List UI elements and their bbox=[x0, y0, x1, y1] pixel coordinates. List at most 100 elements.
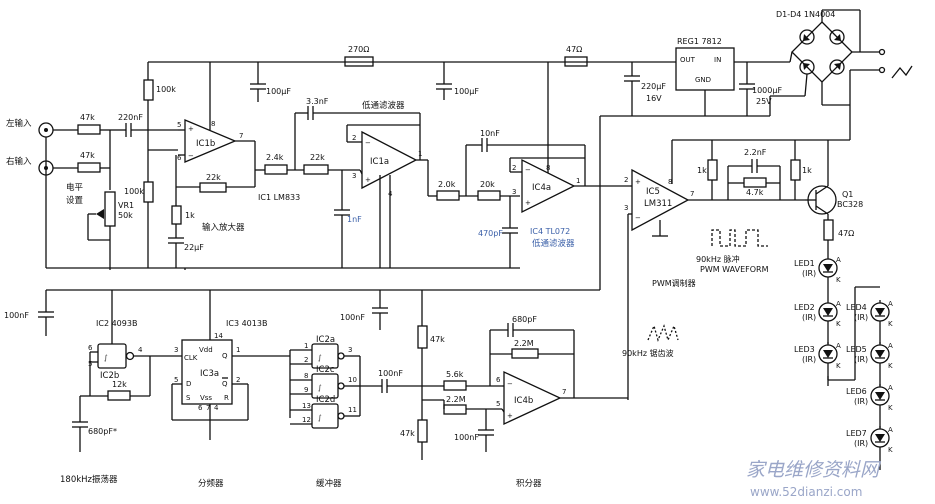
svg-text:1: 1 bbox=[236, 346, 240, 354]
svg-text:2: 2 bbox=[304, 356, 308, 364]
svg-text:A: A bbox=[888, 342, 893, 350]
svg-text:3: 3 bbox=[624, 204, 628, 212]
cap-1000u-voltage: 25V bbox=[756, 97, 772, 106]
svg-text:6: 6 bbox=[177, 154, 182, 162]
pwm-mod-label: PWM调制器 bbox=[652, 278, 696, 288]
lower-section: 100nF ∫ IC2b IC2 4093B 6 5 4 12k 680pF* … bbox=[4, 289, 600, 489]
ic5-pwm-comparator: + − IC5 LM311 2 3 7 8 PWM调制器 90kHz 脉冲 PW… bbox=[599, 116, 812, 400]
svg-text:−: − bbox=[507, 380, 513, 388]
ic1b-opamp: + − IC1b 5 6 7 8 22k 1k 22μF 输入放大器 IC1 L… bbox=[168, 62, 300, 268]
watermark-title: 家电维修资料网 bbox=[746, 459, 882, 481]
led-name-7: LED7 bbox=[846, 429, 867, 438]
ic3-clk-pin: CLK bbox=[184, 354, 198, 362]
svg-text:5: 5 bbox=[177, 121, 181, 129]
svg-text:K: K bbox=[888, 362, 893, 370]
resistor-4k7 bbox=[743, 177, 767, 188]
input-amp-label: 输入放大器 bbox=[202, 222, 245, 233]
resistor-2m2-fb bbox=[511, 348, 539, 359]
svg-text:−: − bbox=[365, 139, 371, 147]
cap-100n-m-label: 100nF bbox=[340, 313, 365, 322]
led-type-7: (IR) bbox=[854, 439, 868, 448]
resistor-270-label: 270Ω bbox=[348, 45, 369, 54]
resistor-1k-b-label: 1k bbox=[802, 166, 812, 175]
led-7: LED7(IR)AK bbox=[846, 426, 893, 470]
regulator-name: REG1 7812 bbox=[677, 37, 722, 46]
resistor-20k-label: 20k bbox=[480, 180, 495, 189]
cap-100n-r-label: 100nF bbox=[454, 433, 479, 442]
led-type-3: (IR) bbox=[802, 355, 816, 364]
cap-3n3-label: 3.3nF bbox=[306, 97, 329, 106]
svg-text:7: 7 bbox=[206, 404, 210, 412]
svg-text:7: 7 bbox=[239, 132, 243, 140]
ic2b-gate bbox=[97, 343, 127, 369]
q1-part-label: BC328 bbox=[837, 200, 863, 209]
regulator-out-pin: OUT bbox=[680, 56, 696, 64]
svg-text:3: 3 bbox=[348, 346, 352, 354]
ic3-r-pin: R bbox=[224, 394, 229, 402]
regulator-gnd-pin: GND bbox=[695, 76, 711, 84]
svg-text:2: 2 bbox=[236, 376, 240, 384]
resistor-2k0 bbox=[436, 190, 460, 201]
divider-label: 分频器 bbox=[198, 478, 224, 489]
resistor-47k-a bbox=[77, 124, 101, 135]
cap-100u-b-label: 100μF bbox=[454, 87, 479, 96]
svg-text:A: A bbox=[888, 426, 893, 434]
ic1a-lowpass-filter: 2.4k 22k 3.3nF 低通滤波器 1nF − + IC1a 2 3 1 … bbox=[255, 97, 428, 268]
resistor-2k4 bbox=[264, 164, 288, 175]
led-type-4: (IR) bbox=[854, 313, 868, 322]
ic4a-lowpass-filter: 2.0k 20k 10nF 470pF − + IC4a 2 3 1 8 IC4… bbox=[427, 62, 630, 268]
resistor-100k-mid bbox=[143, 181, 154, 203]
cap-1nf-label: 1nF bbox=[347, 215, 362, 224]
svg-text:∫: ∫ bbox=[318, 414, 322, 422]
ic4-part-label: IC4 TL072 bbox=[530, 227, 570, 236]
svg-text:K: K bbox=[836, 276, 841, 284]
vr1-value: 50k bbox=[118, 211, 133, 220]
ic3-vdd-pin: Vdd bbox=[199, 346, 213, 354]
resistor-4k7-label: 4.7k bbox=[746, 188, 764, 197]
led-type-5: (IR) bbox=[854, 355, 868, 364]
svg-text:K: K bbox=[836, 362, 841, 370]
resistor-47k-r1-label: 47k bbox=[430, 335, 445, 344]
led-array: LED1(IR)AKLED2(IR)AKLED3(IR)AKLED4(IR)AK… bbox=[794, 256, 893, 470]
cap-100n-l-label: 100nF bbox=[4, 311, 29, 320]
potentiometer-vr1[interactable] bbox=[104, 191, 116, 227]
resistor-47-top-label: 47Ω bbox=[566, 45, 582, 54]
cap-680p-osc-label: 680pF* bbox=[88, 427, 117, 436]
lowpass-mid-label: 低通滤波器 bbox=[532, 238, 575, 249]
resistor-5k6-label: 5.6k bbox=[446, 370, 464, 379]
ic3a-label: IC3a bbox=[200, 369, 219, 379]
ic4b-label: IC4b bbox=[514, 396, 533, 406]
svg-text:∫: ∫ bbox=[318, 354, 322, 362]
resistor-1k-in bbox=[171, 205, 182, 225]
svg-text:−: − bbox=[525, 166, 531, 174]
ic5-part-label: LM311 bbox=[644, 199, 672, 209]
svg-text:+: + bbox=[507, 412, 513, 420]
resistor-22k-fb-label: 22k bbox=[206, 173, 221, 182]
led-type-6: (IR) bbox=[854, 397, 868, 406]
svg-text:−: − bbox=[635, 214, 641, 222]
led-name-2: LED2 bbox=[794, 303, 815, 312]
svg-text:3: 3 bbox=[174, 346, 178, 354]
cap-220u-label: 220μF bbox=[641, 82, 666, 91]
resistor-1k-b bbox=[790, 159, 801, 181]
vr1-label: VR1 bbox=[118, 201, 134, 210]
svg-text:A: A bbox=[836, 300, 841, 308]
resistor-1k-a-label: 1k bbox=[697, 166, 707, 175]
svg-text:6: 6 bbox=[198, 404, 203, 412]
level-label-2: 设置 bbox=[66, 195, 84, 206]
svg-text:7: 7 bbox=[562, 388, 566, 396]
pwm-wave-en: PWM WAVEFORM bbox=[700, 265, 769, 274]
svg-text:−: − bbox=[188, 152, 194, 160]
resistor-100k-top bbox=[143, 79, 154, 101]
svg-text:3: 3 bbox=[512, 188, 516, 196]
ic5-label: IC5 bbox=[646, 187, 660, 197]
ic2d-gate bbox=[311, 403, 339, 429]
resistor-47k-r1 bbox=[417, 325, 428, 349]
led-driver: Q1 BC328 47Ω bbox=[805, 105, 880, 381]
svg-text:A: A bbox=[836, 342, 841, 350]
resistor-2k4-label: 2.4k bbox=[266, 153, 284, 162]
saw-90k-label: 90kHz 锯齿波 bbox=[622, 348, 674, 358]
resistor-22k-fb bbox=[199, 182, 227, 193]
led-name-6: LED6 bbox=[846, 387, 867, 396]
